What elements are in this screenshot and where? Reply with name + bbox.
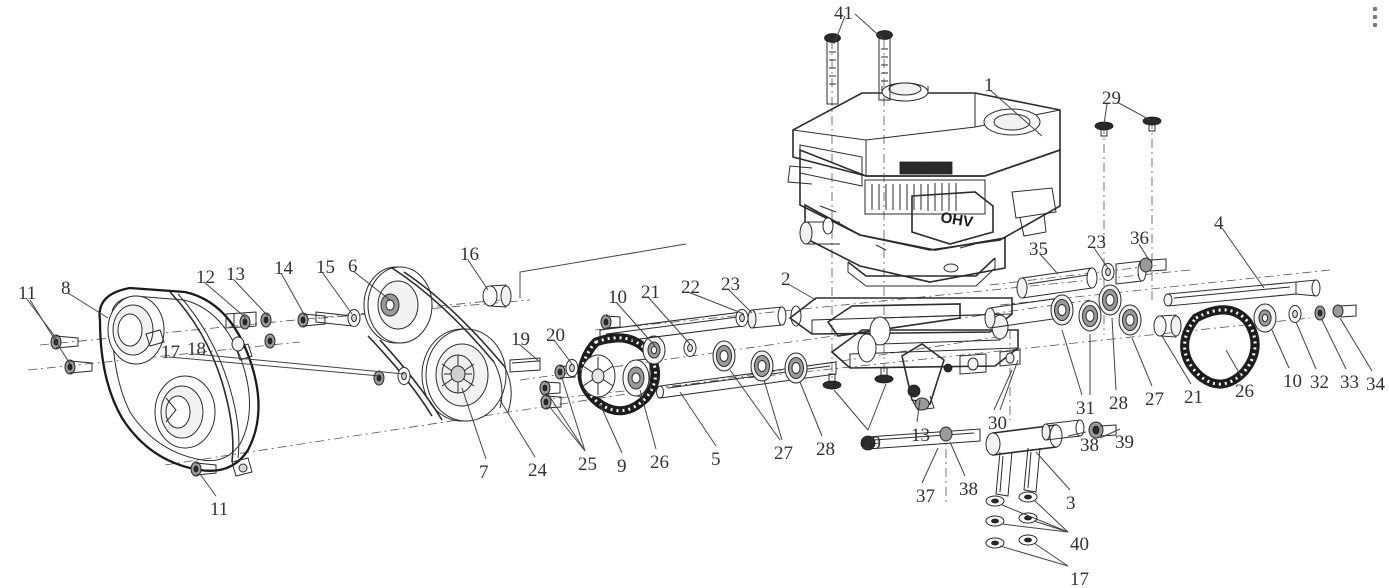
callout-30: 30 xyxy=(988,413,1007,434)
callout-36: 36 xyxy=(1130,228,1149,249)
callout-16: 16 xyxy=(460,244,479,265)
callout-2: 2 xyxy=(781,269,791,290)
callout-1: 1 xyxy=(984,75,994,96)
callout-4: 4 xyxy=(1214,213,1224,234)
part-11-bolts xyxy=(50,334,217,477)
callout-18: 18 xyxy=(187,339,206,360)
leader-lines xyxy=(25,13,1373,567)
callout-26: 26 xyxy=(650,452,669,473)
callout-11: 11 xyxy=(18,283,37,304)
callout-7: 7 xyxy=(479,462,489,483)
callout-21: 21 xyxy=(641,282,660,303)
part-28b-bearing-right xyxy=(1098,284,1122,316)
callout-29: 29 xyxy=(1102,88,1121,109)
part-29-lower-bolts xyxy=(822,367,894,390)
callout-23: 23 xyxy=(1087,232,1106,253)
svg-text:OHV: OHV xyxy=(939,209,974,231)
part-28-bearing xyxy=(784,352,808,384)
callout-6: 6 xyxy=(348,256,358,277)
callout-11: 11 xyxy=(210,499,229,520)
callout-13: 13 xyxy=(226,264,245,285)
callout-24: 24 xyxy=(528,460,547,481)
callout-10: 10 xyxy=(1283,371,1302,392)
parts-13-37-38 xyxy=(860,384,981,451)
parts-15-spacer xyxy=(315,309,361,327)
callout-31: 31 xyxy=(1076,398,1095,419)
callout-19: 19 xyxy=(511,329,530,350)
part-10-sprocket-right xyxy=(1253,303,1277,333)
part-27-bearing-right xyxy=(1118,304,1142,336)
callout-17: 17 xyxy=(1070,569,1089,588)
menu-dot xyxy=(1373,15,1377,19)
part-32-washer xyxy=(1288,305,1302,323)
callout-23: 23 xyxy=(721,274,740,295)
part-33-nut xyxy=(1314,305,1326,321)
parts-40-17-washers xyxy=(985,491,1038,549)
callout-28: 28 xyxy=(1109,393,1128,414)
more-vertical-icon[interactable] xyxy=(1367,4,1383,39)
part-21-spacer-right xyxy=(1153,314,1182,338)
part-4-axle xyxy=(1163,279,1321,307)
callout-9: 9 xyxy=(617,456,627,477)
part-26-chain-right xyxy=(1180,305,1260,389)
callout-37: 37 xyxy=(916,486,935,507)
callout-10: 10 xyxy=(608,287,627,308)
center-axis-lines xyxy=(27,40,1331,505)
part-36-bolt xyxy=(1139,257,1167,273)
part-8-belt-cover xyxy=(98,286,260,477)
part-10-nut xyxy=(600,314,612,330)
callout-27: 27 xyxy=(1145,389,1164,410)
part-26-hub-left xyxy=(622,358,651,398)
callout-8: 8 xyxy=(61,278,71,299)
part-19-rod xyxy=(509,357,541,373)
part-35-tube xyxy=(1016,267,1098,299)
callout-38: 38 xyxy=(959,479,978,500)
part-16-bush xyxy=(482,243,687,308)
part-34-bolt xyxy=(1332,304,1357,318)
callout-27: 27 xyxy=(774,443,793,464)
menu-dot xyxy=(1373,7,1377,11)
callout-34: 34 xyxy=(1366,374,1385,395)
pulley-belt-assembly xyxy=(363,266,512,422)
callout-3: 3 xyxy=(1066,493,1076,514)
part-2-frame xyxy=(788,297,1021,411)
menu-dot xyxy=(1373,23,1377,27)
callout-15: 15 xyxy=(316,257,335,278)
callout-33: 33 xyxy=(1340,372,1359,393)
callout-20: 20 xyxy=(546,325,565,346)
callout-22: 22 xyxy=(681,277,700,298)
part-spacer-a xyxy=(683,339,697,357)
part-collar-23b xyxy=(747,306,787,329)
callout-13: 13 xyxy=(911,425,930,446)
part-30-handle xyxy=(985,424,1063,497)
parts-12-13-14 xyxy=(239,312,326,349)
parts-38-39 xyxy=(1041,419,1117,441)
callout-28: 28 xyxy=(816,439,835,460)
callout-35: 35 xyxy=(1029,239,1048,260)
callout-25: 25 xyxy=(578,454,597,475)
callout-39: 39 xyxy=(1115,432,1134,453)
part-27b-bearing xyxy=(750,350,774,382)
part-21-sprocket xyxy=(642,335,666,365)
callout-40: 40 xyxy=(1070,534,1089,555)
callout-29: 29 xyxy=(862,433,881,454)
callout-38: 38 xyxy=(1080,435,1099,456)
callout-17: 17 xyxy=(161,342,180,363)
part-23-washer-right xyxy=(1101,263,1115,281)
callout-21: 21 xyxy=(1184,387,1203,408)
callout-41: 41 xyxy=(834,3,853,24)
part-27-bearing xyxy=(712,340,736,372)
part-20 xyxy=(565,359,579,377)
callout-12: 12 xyxy=(196,267,215,288)
engine-assembly: OHV xyxy=(787,82,1061,287)
part-31-bearing xyxy=(1050,294,1074,326)
callout-14: 14 xyxy=(274,258,293,279)
callout-26: 26 xyxy=(1235,381,1254,402)
callout-32: 32 xyxy=(1310,372,1329,393)
callout-5: 5 xyxy=(711,449,721,470)
part-28-bearing-right xyxy=(1078,300,1102,332)
